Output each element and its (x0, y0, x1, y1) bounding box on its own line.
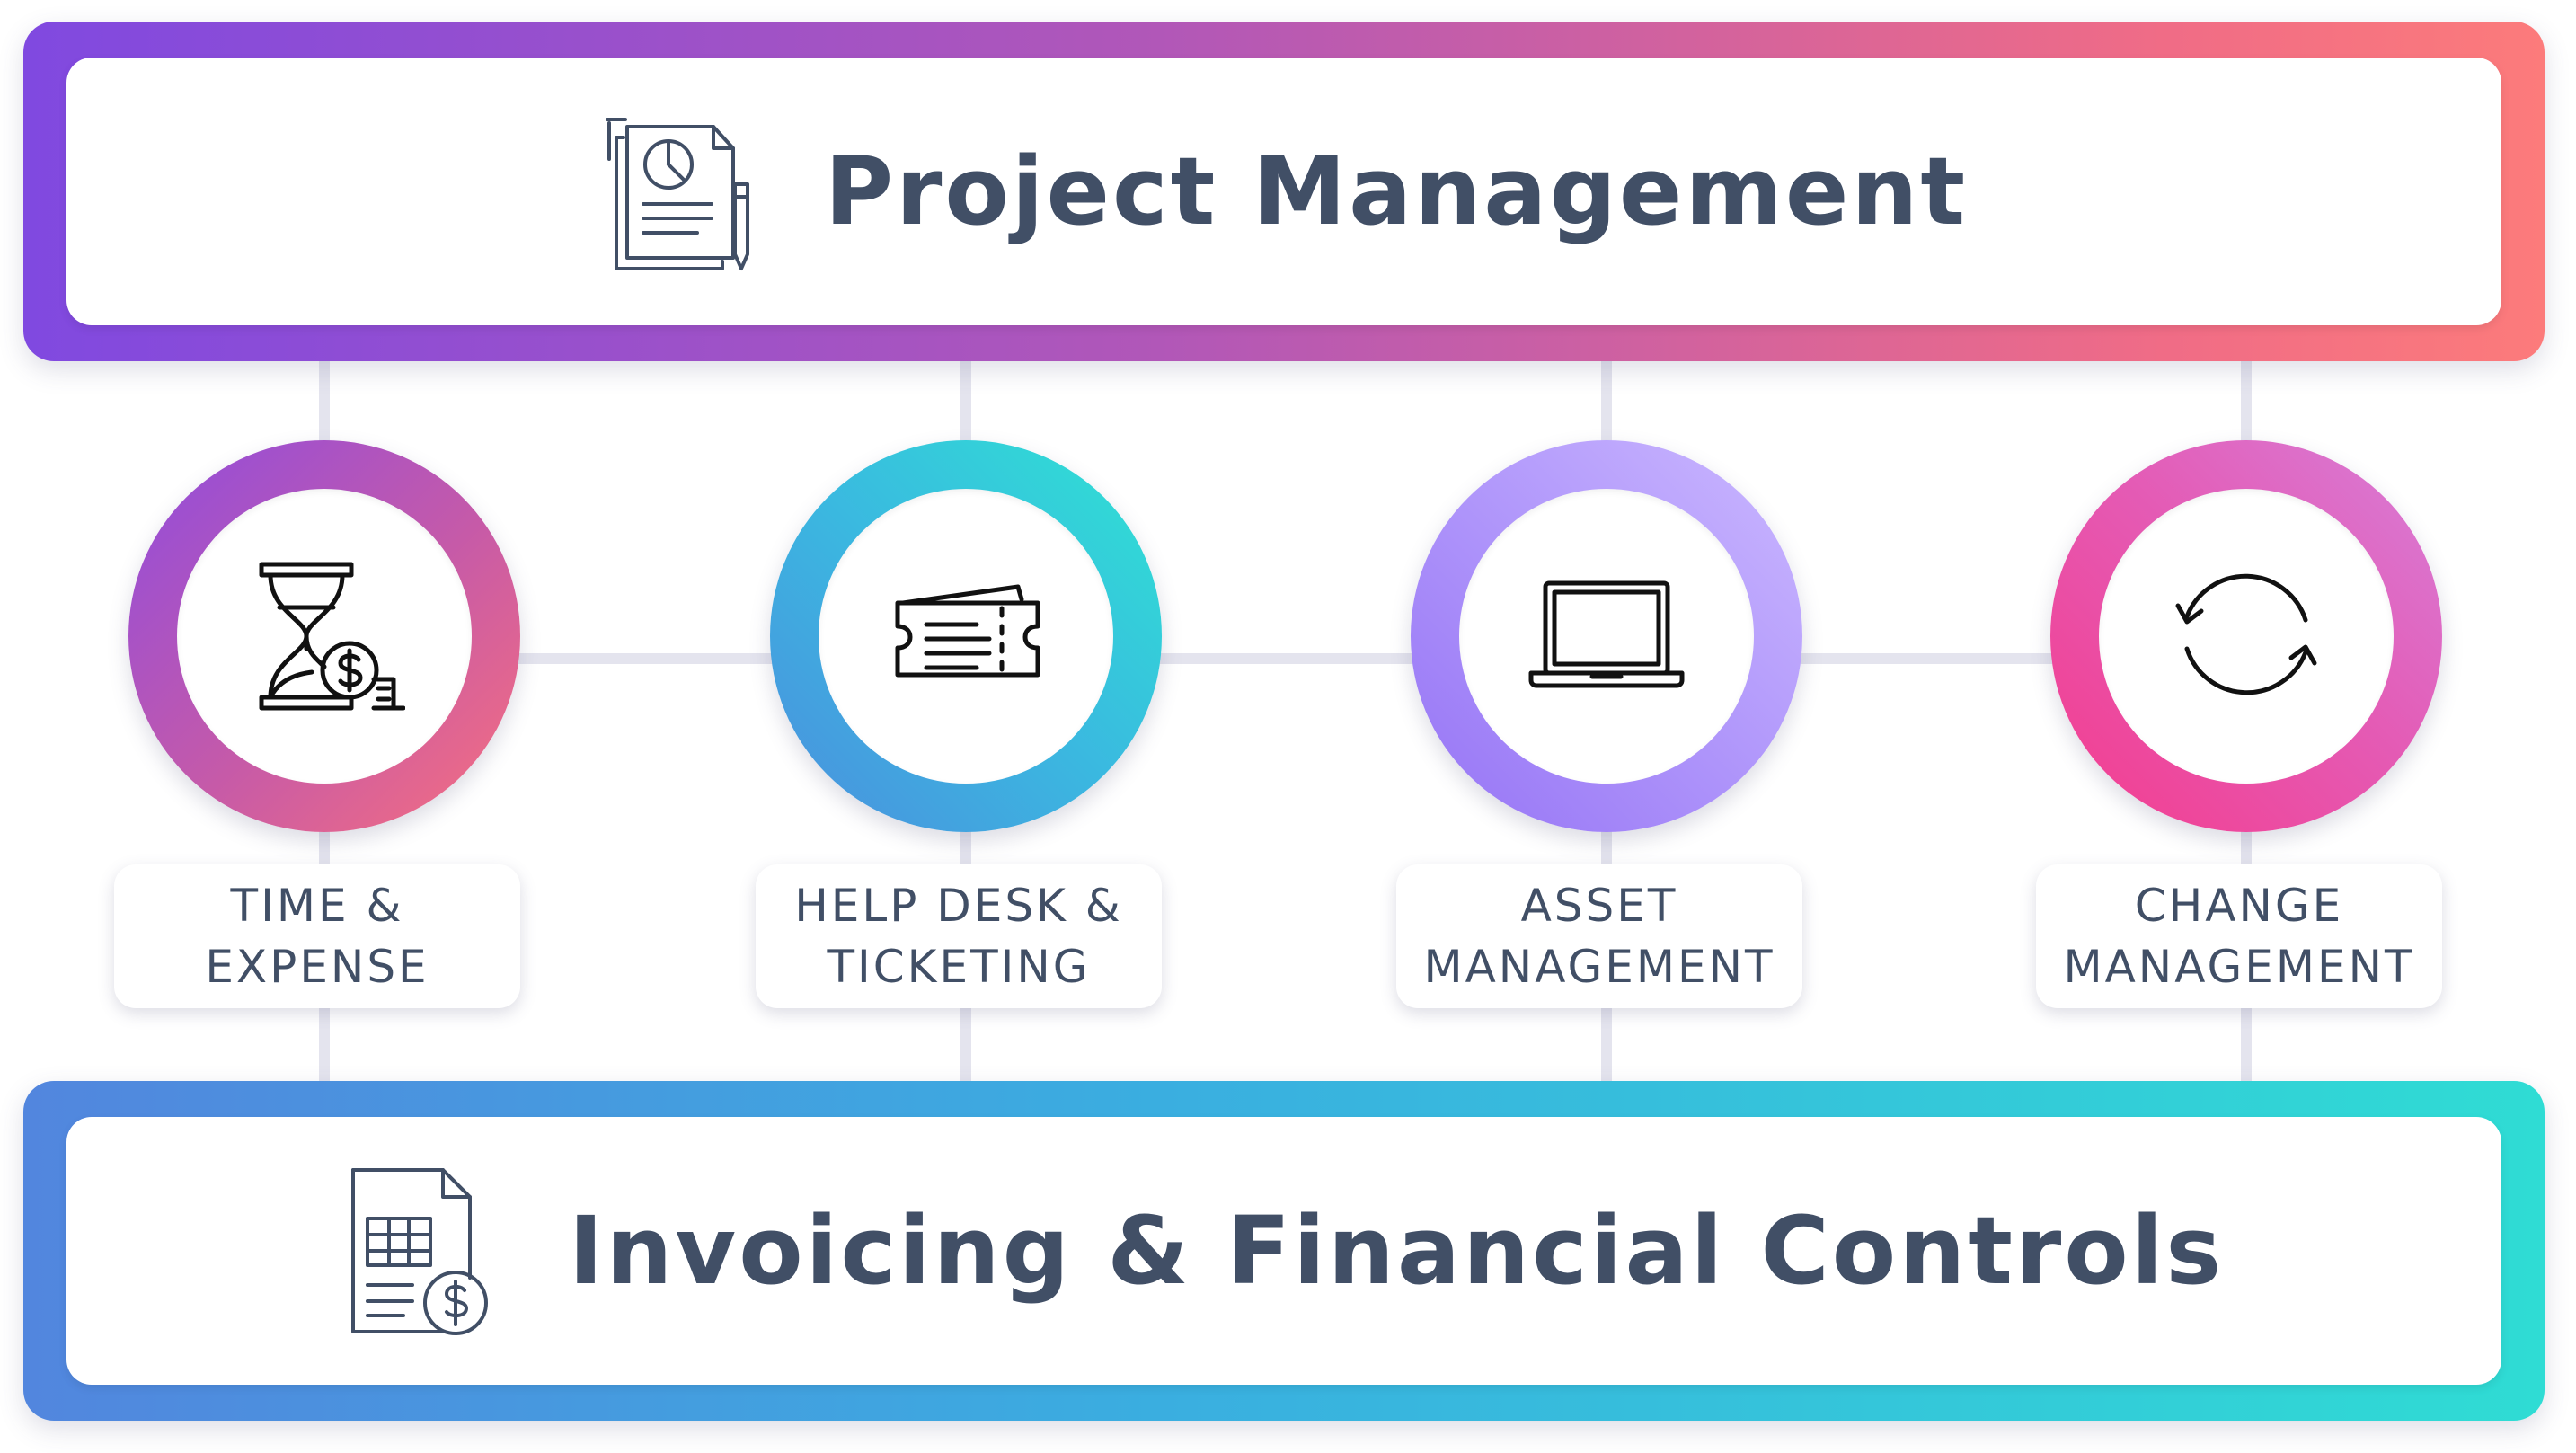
project-management-panel: Project Management (66, 58, 2501, 325)
change-management-ring (2050, 440, 2442, 832)
help-desk-label: HELP DESK & TICKETING (756, 864, 1162, 1008)
change-management-label: CHANGE MANAGEMENT (2036, 864, 2442, 1008)
help-desk-circle (819, 489, 1113, 784)
time-expense-ring (128, 440, 520, 832)
invoicing-title: Invoicing & Financial Controls (568, 1196, 2225, 1306)
label-line-2: TICKETING (827, 941, 1091, 993)
invoicing-panel: Invoicing & Financial Controls (66, 1117, 2501, 1385)
hourglass-dollar-icon (243, 554, 406, 720)
change-management-circle (2099, 489, 2394, 784)
ticket-icon (885, 576, 1047, 697)
documents-chart-pencil-icon (600, 111, 753, 272)
label-line-2: MANAGEMENT (1423, 941, 1775, 993)
invoicing-band: Invoicing & Financial Controls (23, 1081, 2545, 1421)
label-line-2: MANAGEMENT (2063, 941, 2415, 993)
asset-management-circle (1459, 489, 1754, 784)
help-desk-ring (770, 440, 1162, 832)
label-line-1: HELP DESK & (794, 880, 1123, 932)
invoice-dollar-icon (344, 1161, 497, 1341)
asset-management-ring (1411, 440, 1802, 832)
label-line-1: TIME & (230, 880, 404, 932)
time-expense-label: TIME & EXPENSE (114, 864, 520, 1008)
label-line-2: EXPENSE (205, 941, 429, 993)
horizontal-connector (323, 653, 2264, 664)
project-management-title: Project Management (824, 137, 1969, 246)
label-line-1: CHANGE (2134, 880, 2344, 932)
time-expense-circle (177, 489, 472, 784)
project-management-band: Project Management (23, 22, 2545, 361)
refresh-arrows-icon (2165, 554, 2327, 720)
asset-management-label: ASSET MANAGEMENT (1396, 864, 1802, 1008)
laptop-icon (1526, 576, 1687, 697)
label-line-1: ASSET (1520, 880, 1678, 932)
